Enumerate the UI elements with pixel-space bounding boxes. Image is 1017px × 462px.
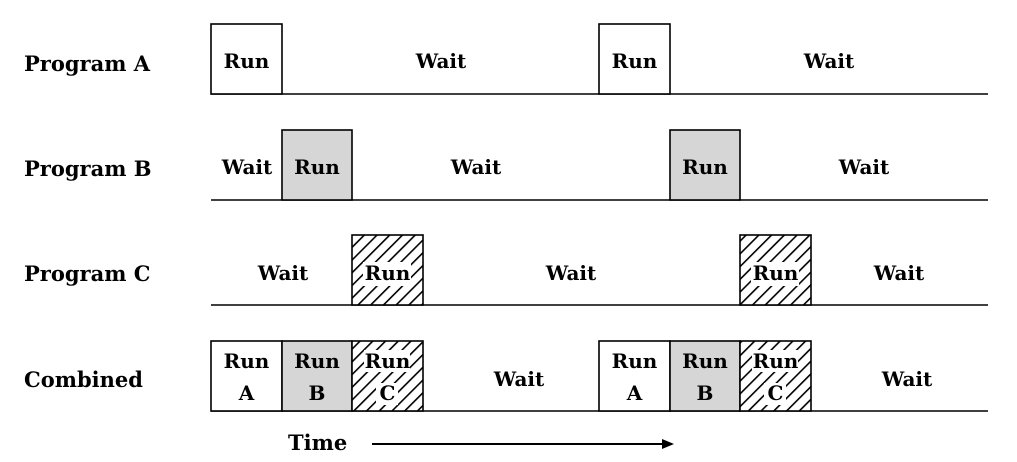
program-b-run-box xyxy=(669,129,741,201)
program-c-segment-label: Wait xyxy=(545,261,597,285)
program-b-segment-label: Wait xyxy=(838,155,890,179)
row-label-program-b: Program B xyxy=(24,156,152,181)
combined-segment-label: Run xyxy=(753,349,799,373)
program-c-segment-label: Wait xyxy=(257,261,309,285)
run-label-backdrop xyxy=(364,350,410,372)
combined-segment-label: Run xyxy=(365,349,411,373)
combined-segment-label: Wait xyxy=(881,367,933,391)
run-label-backdrop xyxy=(752,350,798,372)
program-c-segment-label: Wait xyxy=(873,261,925,285)
program-c-segment-label: Run xyxy=(365,261,411,285)
combined-segment-label: Run xyxy=(224,349,270,373)
program-a-segment-label: Run xyxy=(612,49,658,73)
program-b-segment-label: Run xyxy=(294,155,340,179)
program-a-run-box xyxy=(210,23,283,95)
program-b-run-box xyxy=(281,129,353,201)
combined-run-a-box xyxy=(598,340,671,412)
combined-segment-sublabel: C xyxy=(768,381,784,405)
program-a-run-box xyxy=(598,23,671,95)
program-a-segment-label: Run xyxy=(224,49,270,73)
combined-run-b-box xyxy=(281,340,353,412)
row-label-combined: Combined xyxy=(24,367,143,392)
combined-segment-label: Run xyxy=(682,349,728,373)
program-c-segment-label: Run xyxy=(753,261,799,285)
combined-segment-sublabel: B xyxy=(309,381,326,405)
row-label-program-a: Program A xyxy=(24,51,151,76)
program-b-segment-label: Wait xyxy=(221,155,273,179)
combined-segment-sublabel: B xyxy=(697,381,714,405)
combined-segment-sublabel: C xyxy=(380,381,396,405)
program-a-segment-label: Wait xyxy=(415,49,467,73)
combined-segment-label: Wait xyxy=(493,367,545,391)
time-axis-label: Time xyxy=(288,430,347,455)
row-label-program-c: Program C xyxy=(24,261,150,286)
combined-segment-label: Run xyxy=(294,349,340,373)
combined-segment-sublabel: A xyxy=(238,381,255,405)
run-label-backdrop xyxy=(764,383,786,405)
combined-segment-label: Run xyxy=(612,349,658,373)
run-label-backdrop xyxy=(751,262,799,286)
run-label-backdrop xyxy=(363,262,411,286)
program-a-segment-label: Wait xyxy=(803,49,855,73)
combined-segment-sublabel: A xyxy=(626,381,643,405)
program-b-segment-label: Run xyxy=(682,155,728,179)
program-b-segment-label: Wait xyxy=(450,155,502,179)
combined-run-a-box xyxy=(210,340,283,412)
run-label-backdrop xyxy=(376,383,398,405)
